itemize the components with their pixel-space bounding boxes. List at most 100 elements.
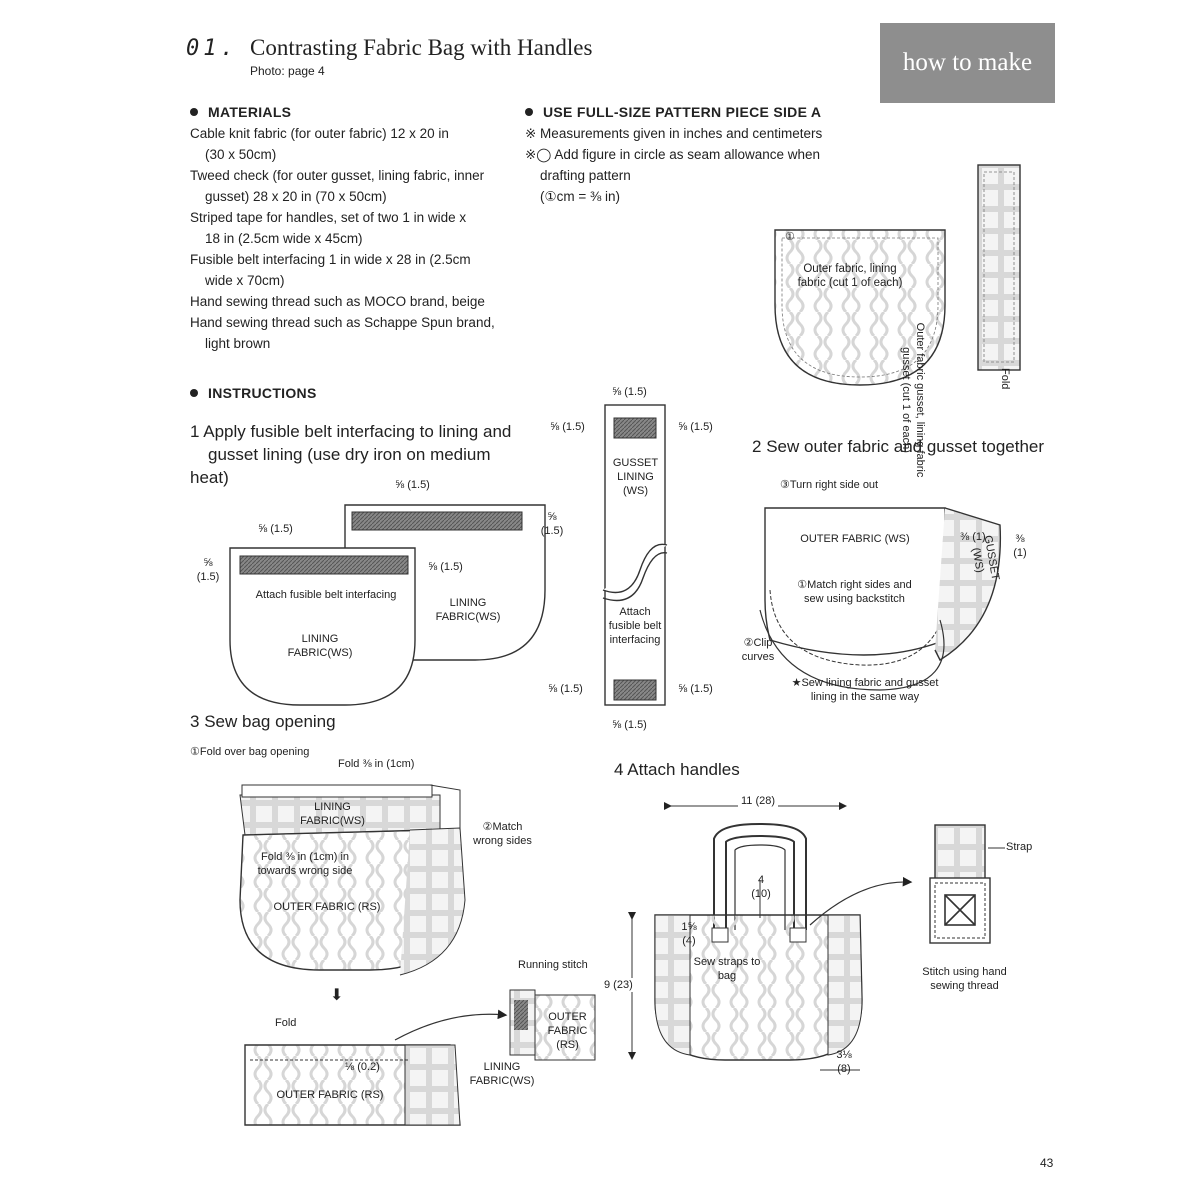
measure-label: ⅝ (1.5)	[548, 683, 583, 695]
step-text: Attach handles	[627, 760, 740, 779]
measure-part: (1.5)	[540, 525, 564, 537]
measure-label: ⅜ (1)	[1010, 532, 1030, 560]
fold-over-label: ①Fold over bag opening	[190, 746, 310, 758]
measure-label: ⅝ (1.5)	[428, 561, 463, 573]
measure-label: ⅝ (1.5)	[678, 421, 713, 433]
clip-curves-label: ②Clip curves	[741, 637, 775, 663]
step4-bag	[628, 802, 913, 1071]
step1-lining-front	[229, 547, 416, 706]
measure-label: ⅝ (1.5)	[678, 683, 713, 695]
step2-title: 2 Sew outer fabric and gusset together	[752, 437, 1044, 457]
measure-part: ⅝	[547, 511, 557, 523]
materials-heading-text: MATERIALS	[208, 104, 292, 120]
fold-label: Fold	[275, 1017, 297, 1029]
match-sides-label: ①Match right sides and sew using backsti…	[797, 579, 912, 605]
lining-fabric-label: LINING FABRIC(WS)	[287, 633, 353, 659]
measure-label: ⅝ (1.5)	[612, 719, 647, 731]
pattern-heading-text: USE FULL-SIZE PATTERN PIECE SIDE A	[543, 104, 822, 120]
materials-line: Hand sewing thread such as Schappe Spun …	[190, 315, 495, 330]
photo-reference: Photo: page 4	[250, 64, 325, 78]
step-text: Sew bag opening	[204, 712, 336, 731]
bullet-icon	[190, 108, 198, 116]
bullet-icon	[525, 108, 533, 116]
materials-line: light brown	[205, 336, 271, 351]
materials-heading: MATERIALS	[190, 104, 291, 120]
down-arrow-icon: ⬇	[330, 987, 344, 1004]
pattern-piece-outer	[774, 229, 946, 386]
measure-label: ⅝ (1.5)	[258, 523, 293, 535]
measure-label: ⅛ (0.2)	[345, 1061, 380, 1073]
pattern-note: (①cm = ⅜ in)	[540, 189, 620, 204]
pattern-notes: ※ Measurements given in inches and centi…	[525, 123, 845, 207]
strap-detail	[929, 824, 1005, 944]
turn-label: ③Turn right side out	[780, 479, 879, 491]
bullet-icon	[190, 389, 198, 397]
materials-line: wide x 70cm)	[205, 273, 285, 288]
materials-line: gusset) 28 x 20 in (70 x 50cm)	[205, 189, 387, 204]
step-text: Apply fusible belt interfacing to lining…	[203, 422, 512, 441]
strap-position-dimension: 1⅝ (4)	[681, 921, 697, 947]
outer-fabric-label: OUTER FABRIC (WS)	[800, 533, 910, 545]
step3-bag	[239, 784, 466, 976]
measure-label: ⅝ (1.5)	[196, 556, 220, 584]
attach-interfacing-label: Attach fusible belt interfacing	[608, 606, 662, 646]
materials-line: Hand sewing thread such as MOCO brand, b…	[190, 294, 485, 309]
page-number: 43	[1040, 1156, 1054, 1170]
gusset-pattern-label: Outer fabric gusset, lining fabric gusse…	[900, 322, 926, 478]
lining-fabric-label: LINING FABRIC(WS)	[435, 597, 501, 623]
materials-line: (30 x 50cm)	[205, 147, 277, 162]
lining-fabric-label: LINING FABRIC(WS)	[300, 801, 365, 827]
pattern-heading: USE FULL-SIZE PATTERN PIECE SIDE A	[525, 104, 821, 120]
bottom-dimension: 3⅛ (8)	[836, 1049, 852, 1075]
pattern-piece-label: Outer fabric, lining fabric (cut 1 of ea…	[797, 263, 903, 289]
measure-label: ⅝ (1.5)	[550, 421, 585, 433]
materials-line: Fusible belt interfacing 1 in wide x 28 …	[190, 252, 471, 267]
measure-part: (1)	[1013, 547, 1027, 559]
page-title: Contrasting Fabric Bag with Handles	[250, 35, 593, 60]
step-text: Sew outer fabric and gusset together	[766, 437, 1045, 456]
width-dimension: 11 (28)	[738, 794, 779, 808]
measure-label: ⅜ (1)	[960, 531, 986, 543]
materials-list: Cable knit fabric (for outer fabric) 12 …	[190, 123, 510, 354]
outer-fabric-label: OUTER FABRIC (RS)	[276, 1089, 384, 1101]
outer-fabric-label: OUTER FABRIC (RS)	[273, 901, 381, 913]
strap-label: Strap	[1006, 841, 1033, 853]
sew-straps-label: Sew straps to bag	[693, 956, 761, 982]
running-stitch-label: Running stitch	[518, 959, 588, 971]
materials-line: Cable knit fabric (for outer fabric) 12 …	[190, 126, 449, 141]
how-to-make-badge: how to make	[880, 23, 1055, 103]
fold-measure-label: Fold ⅜ in (1cm)	[338, 758, 415, 770]
recipe-number: 01.	[186, 36, 238, 61]
step2-note: ★Sew lining fabric and gusset lining in …	[791, 677, 939, 703]
step-number: 1	[190, 422, 200, 441]
step3-title: 3 Sew bag opening	[190, 712, 336, 732]
height-dimension: 9 (23)	[604, 978, 633, 992]
step-text: gusset lining (use dry iron on medium he…	[190, 445, 491, 487]
outer-fabric-label: OUTER FABRIC (RS)	[547, 1011, 588, 1051]
pattern-note: ※◯ Add figure in circle as seam allowanc…	[525, 147, 821, 162]
instructions-heading: INSTRUCTIONS	[190, 385, 317, 401]
measure-part: (1.5)	[196, 571, 220, 583]
pattern-note: ※ Measurements given in inches and centi…	[525, 126, 823, 141]
materials-line: 18 in (2.5cm wide x 45cm)	[205, 231, 363, 246]
step2-outer-fabric	[759, 507, 1002, 691]
step1-title: 1 Apply fusible belt interfacing to lini…	[190, 420, 530, 489]
materials-line: Tweed check (for outer gusset, lining fa…	[190, 168, 485, 183]
instructions-heading-text: INSTRUCTIONS	[208, 385, 317, 401]
seam-allowance-mark: ①	[785, 231, 795, 243]
step-number: 2	[752, 437, 762, 456]
lining-fabric-label: LINING FABRIC(WS)	[469, 1061, 535, 1087]
stitch-label: Stitch using hand sewing thread	[922, 966, 1007, 992]
gusset-lining-strip	[602, 404, 668, 706]
fold-inward-label: Fold ⅜ in (1cm) in towards wrong side	[257, 851, 353, 877]
gusset-lining-label: GUSSET LINING (WS)	[612, 457, 659, 497]
step3-folded-bag	[244, 989, 596, 1126]
materials-line: Striped tape for handles, set of two 1 i…	[190, 210, 467, 225]
measure-part: ⅝	[203, 557, 213, 569]
measure-part: ⅜	[1015, 533, 1025, 545]
pattern-note: drafting pattern	[540, 168, 631, 183]
measure-label: ⅝ (1.5)	[540, 510, 564, 538]
pattern-piece-gusset	[977, 164, 1021, 371]
measure-label: ⅝ (1.5)	[612, 386, 647, 398]
attach-interfacing-label: Attach fusible belt interfacing	[255, 589, 397, 601]
